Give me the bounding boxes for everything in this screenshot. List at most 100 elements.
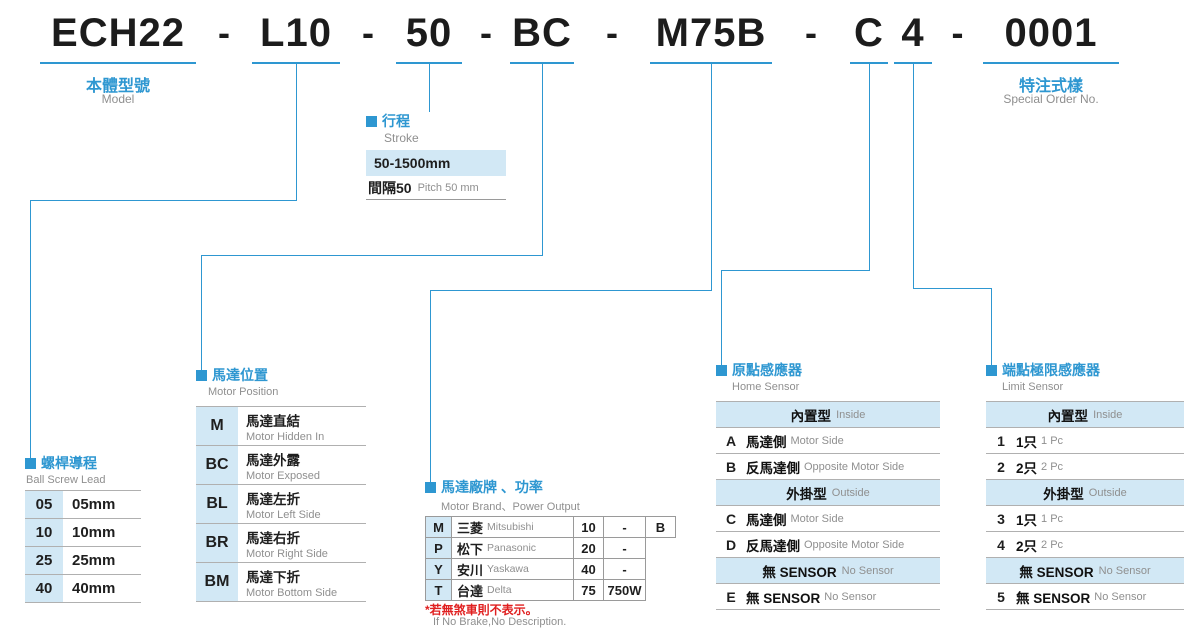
- sensor-zh: 馬達側: [746, 434, 787, 450]
- table-row: P 松下 Panasonic 20 -: [426, 538, 676, 559]
- lead-code: 10: [25, 519, 63, 546]
- brand-en: Delta: [487, 584, 512, 596]
- position-code: BL: [196, 485, 238, 523]
- brand-zh: 安川: [457, 562, 484, 578]
- lead-value: 05mm: [72, 496, 116, 513]
- section-zh: 無 SENSOR: [762, 564, 837, 580]
- sensor-zh: 無 SENSOR: [746, 590, 821, 606]
- sensor-desc: 無 SENSOR No Sensor: [746, 587, 876, 607]
- home-sensor-title-en: Home Sensor: [732, 381, 800, 393]
- sensor-desc: 反馬達側 Opposite Motor Side: [746, 535, 904, 555]
- section-zh: 外掛型: [786, 486, 827, 502]
- table-row: 10 10mm: [25, 519, 141, 547]
- table-row: D 反馬達側 Opposite Motor Side: [716, 532, 940, 558]
- connector-line: [913, 62, 914, 288]
- table-row: 5 無 SENSOR No Sensor: [986, 584, 1184, 610]
- connector-line: [913, 288, 992, 289]
- connector-line: [869, 62, 870, 270]
- sensor-code: 5: [997, 588, 1005, 605]
- connector-line: [30, 200, 297, 201]
- sensor-en: No Sensor: [1094, 590, 1147, 603]
- sensor-zh: 無 SENSOR: [1016, 590, 1091, 606]
- power-code: 20: [574, 538, 604, 559]
- brand-code: P: [426, 538, 452, 559]
- sensor-zh: 反馬達側: [746, 538, 800, 554]
- sensor-desc: 馬達側 Motor Side: [746, 509, 844, 529]
- motor-position-table: M 馬達直結 Motor Hidden In BC 馬達外露 Motor Exp…: [196, 406, 366, 602]
- table-row: 3 1只 1 Pc: [986, 506, 1184, 532]
- sensor-en: Motor Side: [790, 512, 844, 525]
- sensor-desc: 無 SENSOR No Sensor: [1016, 587, 1146, 607]
- lead-value: 40mm: [72, 580, 116, 597]
- motor-position-title-en: Motor Position: [208, 386, 279, 398]
- connector-line: [711, 62, 712, 290]
- ball-screw-lead-table: 05 05mm 10 10mm 25 25mm 40 40mm: [25, 490, 141, 603]
- table-section-row: 外掛型 Outside: [986, 480, 1184, 506]
- stroke-pitch-en: Pitch 50 mm: [417, 182, 479, 194]
- section-bullet-icon: [196, 370, 207, 381]
- section-en: No Sensor: [1098, 564, 1151, 577]
- position-zh: 馬達左折: [246, 491, 300, 507]
- sensor-en: Opposite Motor Side: [804, 538, 905, 551]
- connector-line: [30, 200, 31, 458]
- sensor-en: 1 Pc: [1041, 434, 1064, 447]
- brand-name: 三菱 Mitsubishi: [452, 517, 574, 538]
- sensor-code: D: [725, 536, 737, 553]
- model-segment-special: 0001: [983, 4, 1119, 64]
- brand-zh: 台達: [457, 583, 484, 599]
- model-segment-motor-brand: M75B: [650, 4, 772, 64]
- section-zh: 內置型: [790, 408, 832, 424]
- connector-line: [430, 290, 712, 291]
- sensor-code: B: [725, 458, 737, 475]
- sensor-en: 2 Pc: [1041, 460, 1064, 473]
- special-order-label-zh: 特注式樣: [1018, 78, 1083, 95]
- table-row: Y 安川 Yaskawa 40 -: [426, 559, 676, 580]
- table-row: 4 2只 2 Pc: [986, 532, 1184, 558]
- sensor-code: 2: [997, 458, 1005, 475]
- position-en: Motor Hidden In: [246, 430, 325, 443]
- sensor-desc: 2只 2 Pc: [1016, 457, 1063, 477]
- section-bullet-icon: [986, 365, 997, 376]
- connector-line: [201, 255, 543, 256]
- power-value: -: [604, 517, 646, 538]
- power-value: -: [604, 538, 646, 559]
- sensor-en: Motor Side: [790, 434, 844, 447]
- model-dash: -: [480, 12, 492, 53]
- model-dash: -: [951, 12, 964, 53]
- motor-brand-title-zh: 馬達廠牌 、功率: [441, 479, 543, 495]
- section-en: Inside: [1093, 408, 1123, 421]
- table-section-row: 無 SENSOR No Sensor: [986, 558, 1184, 584]
- sensor-en: No Sensor: [824, 590, 877, 603]
- sensor-en: 2 Pc: [1041, 538, 1064, 551]
- section-en: No Sensor: [841, 564, 894, 577]
- position-code: BR: [196, 524, 238, 562]
- motor-brand-title-en: Motor Brand、Power Output: [441, 501, 580, 513]
- connector-line: [296, 62, 297, 200]
- motor-position-title-zh: 馬達位置: [212, 367, 268, 383]
- connector-line: [991, 288, 992, 365]
- connector-line: [429, 62, 430, 112]
- sensor-desc: 1只 1 Pc: [1016, 509, 1063, 529]
- table-row: M 馬達直結 Motor Hidden In: [196, 407, 366, 446]
- sensor-code: E: [726, 588, 736, 605]
- connector-line: [201, 255, 202, 370]
- power-value: 750W: [604, 580, 646, 601]
- brand-name: 松下 Panasonic: [452, 538, 574, 559]
- brand-code: T: [426, 580, 452, 601]
- section-zh: 內置型: [1047, 408, 1089, 424]
- position-en: Motor Exposed: [246, 469, 320, 482]
- power-code: 10: [574, 517, 604, 538]
- brake-option: B: [646, 517, 676, 538]
- table-row: 25 25mm: [25, 547, 141, 575]
- section-bullet-icon: [716, 365, 727, 376]
- brand-code: M: [426, 517, 452, 538]
- sensor-en: 1 Pc: [1041, 512, 1064, 525]
- sensor-en: Opposite Motor Side: [804, 460, 905, 473]
- position-desc: 馬達右折 Motor Right Side: [238, 524, 366, 562]
- stroke-pitch-zh: 間隔50: [368, 180, 412, 196]
- home-sensor-table: 內置型 Inside A 馬達側 Motor Side B 反馬達側 Oppos…: [716, 401, 940, 610]
- table-row: T 台達 Delta 75 750W: [426, 580, 676, 601]
- table-row: 2 2只 2 Pc: [986, 454, 1184, 480]
- position-code: M: [196, 407, 238, 445]
- section-zh: 無 SENSOR: [1019, 564, 1094, 580]
